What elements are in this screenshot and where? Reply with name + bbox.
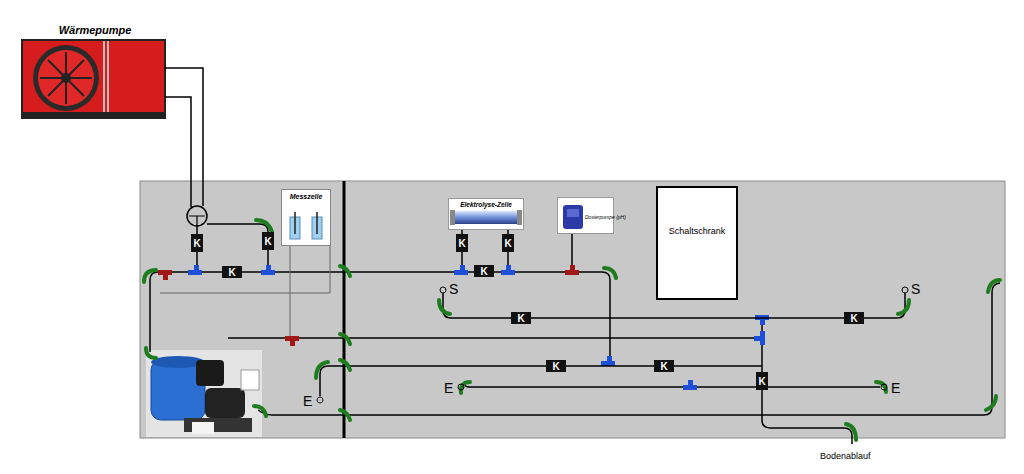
room-panel	[140, 181, 1005, 438]
node-title: K	[756, 376, 768, 387]
valve-box: K	[844, 312, 864, 324]
node-title: K	[511, 313, 531, 324]
valve-box: K	[474, 265, 494, 277]
skimmer-label: S	[911, 281, 920, 297]
valve-box: K	[654, 360, 674, 372]
nozzle	[317, 287, 908, 403]
blue-tee	[607, 356, 612, 362]
red-tee	[163, 274, 168, 280]
valve-box: K	[222, 266, 242, 278]
red-tee	[570, 265, 575, 271]
inlet-nozzle	[317, 397, 323, 403]
blue-tee	[506, 265, 511, 271]
electrolysis-cell-box: Elektrolyse-Zelle	[448, 198, 524, 230]
skimmer-nozzle	[440, 287, 446, 293]
heat-pump-housing	[22, 40, 165, 118]
wall-line	[343, 181, 346, 438]
red-tee	[158, 265, 579, 346]
valve-box: K	[756, 372, 768, 390]
valve-box: K	[262, 232, 274, 250]
node-title: K	[456, 238, 468, 249]
inlet-nozzle	[881, 384, 887, 390]
control-cabinet: Schaltschrank	[656, 186, 738, 300]
inlet-label: E	[891, 380, 900, 396]
node-title: K	[654, 361, 674, 372]
pipe-connector	[566, 365, 654, 367]
node-title: K	[474, 266, 494, 277]
multiport-valve	[196, 360, 224, 386]
node-title: K	[262, 236, 274, 247]
blue-tee	[754, 336, 761, 341]
node-title: K	[844, 313, 864, 324]
blue-tee	[460, 265, 465, 271]
heat-pump-divider	[107, 41, 109, 112]
fan-inner	[38, 50, 94, 106]
valve-box: K	[511, 312, 531, 324]
node-title: K	[191, 238, 203, 249]
valve-box: K	[456, 234, 468, 252]
manual-sheet	[241, 370, 259, 390]
blue-tee	[688, 380, 693, 386]
three-way-valve-mark	[189, 216, 205, 226]
inlet-label: E	[444, 380, 453, 396]
node-title: K	[222, 267, 242, 278]
blue-tee	[760, 319, 765, 325]
fan-grille	[40, 52, 92, 104]
inlet-nozzle	[458, 384, 464, 390]
pump-body	[205, 388, 245, 418]
pipe-bend	[144, 220, 1000, 440]
node-title: Wärmepumpe	[20, 24, 170, 36]
node-title: Dosierpumpe (pH)	[585, 214, 626, 220]
red-tee	[290, 340, 295, 346]
pipe-connector	[531, 317, 844, 319]
measuring-cell-box: Messzelle	[281, 189, 331, 246]
heat-pump: Wärmepumpe	[20, 22, 170, 120]
skimmer-nozzle	[902, 287, 908, 293]
blue-tee	[194, 265, 199, 271]
inlet-label: E	[303, 393, 312, 409]
heat-pump-divider	[103, 41, 105, 112]
label-sheet	[192, 422, 214, 434]
sample-line	[160, 246, 330, 338]
blue-tee	[266, 265, 271, 271]
node-title: K	[546, 361, 566, 372]
valve-box: K	[191, 234, 203, 252]
skimmer-label: S	[449, 281, 458, 297]
dosing-pump-box: Dosierpumpe (pH)	[557, 197, 614, 234]
node-title: K	[502, 238, 514, 249]
heat-pump-base	[22, 112, 165, 118]
node-title: Elektrolyse-Zelle	[449, 201, 523, 208]
fan-hub	[61, 73, 71, 83]
valve-box: K	[502, 234, 514, 252]
valve-box: K	[546, 360, 566, 372]
pipe	[150, 68, 1000, 444]
node-title: Messzelle	[282, 193, 330, 200]
filter-photo-bg	[146, 350, 262, 437]
node-title: Schaltschrank	[658, 226, 736, 236]
fan-ring	[33, 45, 99, 111]
three-way-valve	[187, 206, 207, 226]
floor-drain-label: Bodenablauf	[820, 451, 871, 461]
